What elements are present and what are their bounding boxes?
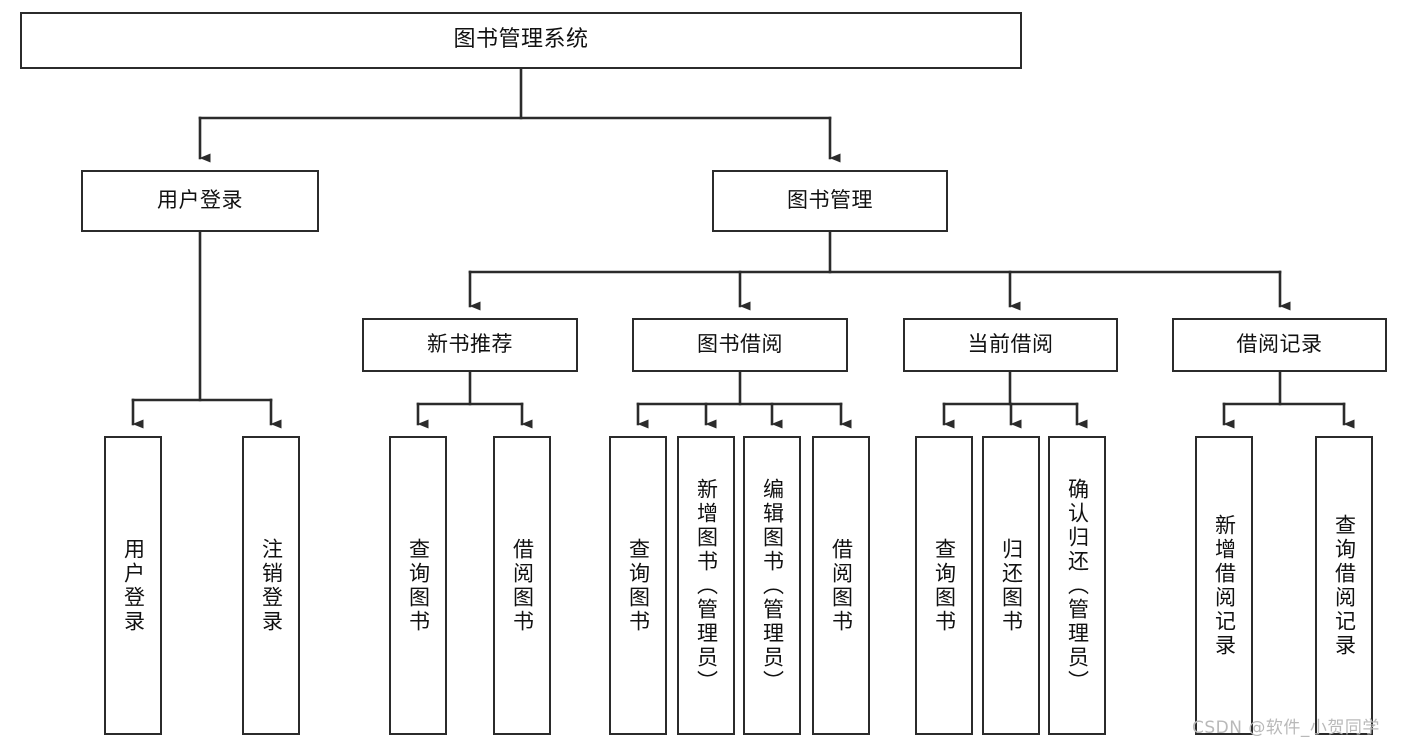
leaf-new-book-borrow[interactable]: 借阅图书 [493,436,551,735]
node-book-management[interactable]: 图书管理 [712,170,948,232]
leaf-user-login-logout[interactable]: 注销登录 [242,436,300,735]
node-label: 注销登录 [259,537,284,634]
csdn-watermark: CSDN @软件_小贺同学 [1192,718,1380,738]
leaf-user-login-login[interactable]: 用户登录 [104,436,162,735]
leaf-new-book-query[interactable]: 查询图书 [389,436,447,735]
node-label: 用户登录 [121,537,146,634]
node-label: 图书管理系统 [453,27,589,53]
leaf-borrow-record-query[interactable]: 查询借阅记录 [1315,436,1373,735]
node-label: 归还图书 [999,537,1024,634]
leaf-book-borrow-add[interactable]: 新增图书（管理员） [677,436,735,735]
leaf-book-borrow-borrow[interactable]: 借阅图书 [812,436,870,735]
leaf-borrow-record-add[interactable]: 新增借阅记录 [1195,436,1253,735]
node-borrow-record[interactable]: 借阅记录 [1172,318,1387,372]
node-label: 借阅记录 [1236,332,1323,357]
node-label: 当前借阅 [967,332,1054,357]
node-user-login[interactable]: 用户登录 [81,170,319,232]
node-label: 查询借阅记录 [1332,513,1357,658]
node-label: 用户登录 [157,188,243,213]
node-label: 图书借阅 [697,332,783,357]
node-label: 借阅图书 [829,537,854,634]
leaf-book-borrow-edit[interactable]: 编辑图书（管理员） [743,436,801,735]
node-label: 查询图书 [406,537,431,634]
node-label: 新增图书（管理员） [694,477,719,694]
node-label: 借阅图书 [510,537,535,634]
node-label: 编辑图书（管理员） [760,477,785,694]
node-new-book-recommend[interactable]: 新书推荐 [362,318,578,372]
leaf-book-borrow-query[interactable]: 查询图书 [609,436,667,735]
node-label: 确认归还（管理员） [1065,477,1090,694]
node-book-borrow[interactable]: 图书借阅 [632,318,848,372]
node-label: 新增借阅记录 [1212,513,1237,658]
node-root-system[interactable]: 图书管理系统 [20,12,1022,69]
node-label: 新书推荐 [427,332,513,357]
leaf-current-borrow-query[interactable]: 查询图书 [915,436,973,735]
node-label: 图书管理 [787,188,873,213]
node-label: 查询图书 [932,537,957,634]
leaf-current-borrow-confirm[interactable]: 确认归还（管理员） [1048,436,1106,735]
node-current-borrow[interactable]: 当前借阅 [903,318,1118,372]
leaf-current-borrow-return[interactable]: 归还图书 [982,436,1040,735]
node-label: 查询图书 [626,537,651,634]
